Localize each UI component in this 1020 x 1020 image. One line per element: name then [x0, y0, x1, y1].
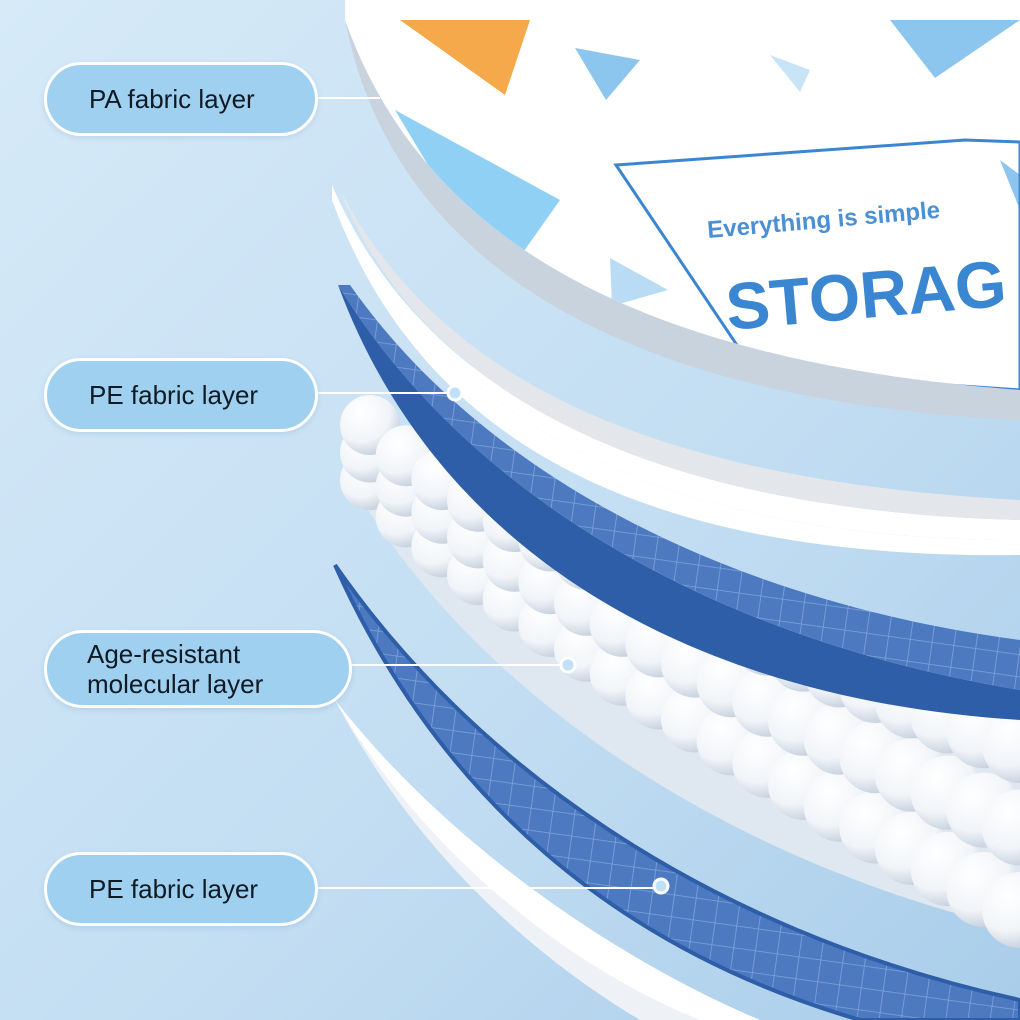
pa-printed-layer: Everything is simple STORAG: [345, 0, 1020, 420]
label-pe-fabric-layer-top: PE fabric layer: [44, 358, 318, 432]
label-pe-fabric-layer-bottom: PE fabric layer: [44, 852, 318, 926]
label-pe-fabric-bottom-text: PE fabric layer: [89, 874, 259, 904]
label-pa-fabric-layer: PA fabric layer: [44, 62, 318, 136]
pe-layer-bottom: [333, 563, 1020, 1020]
molecule-bead: [982, 872, 1020, 948]
molecule-bead: [982, 789, 1020, 866]
label-pa-fabric-text: PA fabric layer: [89, 84, 255, 114]
connectors: [316, 97, 670, 895]
label-age-resistant-layer: Age-resistant molecular layer: [44, 630, 352, 708]
label-age-resistant-text: Age-resistant molecular layer: [87, 639, 264, 699]
pe-layer-top: [338, 285, 1020, 720]
molecule-bead: [982, 707, 1020, 783]
label-pe-fabric-top-text: PE fabric layer: [89, 380, 259, 410]
